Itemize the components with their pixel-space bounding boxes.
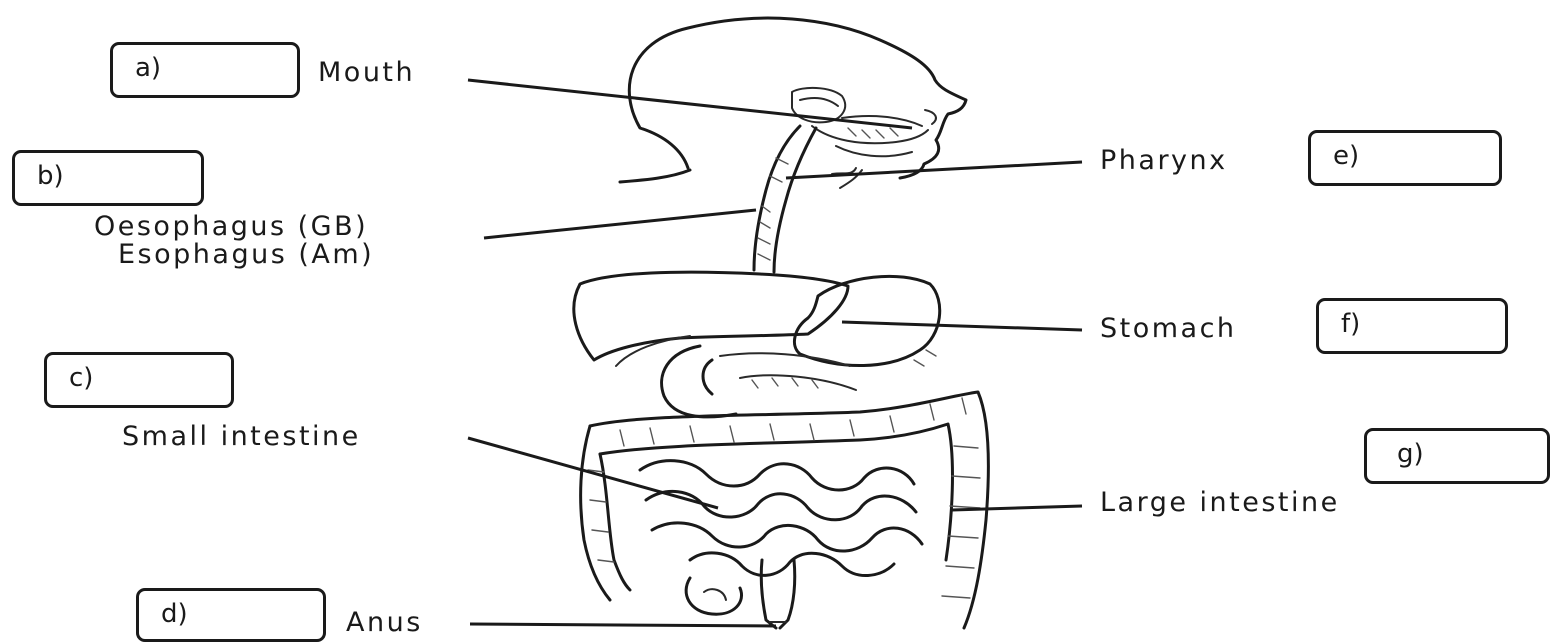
answer-box-b[interactable]: b) (12, 150, 204, 206)
leader-pharynx (786, 162, 1082, 178)
small-intestine-drawing (640, 461, 922, 615)
answer-box-e[interactable]: e) (1308, 130, 1502, 186)
label-anus: Anus (346, 608, 423, 638)
answer-box-g-letter: g) (1397, 439, 1424, 469)
answer-box-a-letter: a) (135, 53, 161, 83)
leader-anus (470, 624, 776, 626)
answer-box-b-letter: b) (37, 161, 64, 191)
leader-large-intestine (952, 506, 1082, 510)
answer-box-e-letter: e) (1333, 141, 1359, 171)
answer-box-d-letter: d) (161, 599, 188, 629)
label-esophagus-am: Esophagus (Am) (118, 240, 374, 270)
label-large-intestine: Large intestine (1100, 488, 1340, 518)
leader-oesophagus (484, 210, 756, 238)
answer-box-a[interactable]: a) (110, 42, 300, 98)
rectum-drawing (761, 560, 795, 628)
leader-stomach (842, 322, 1082, 330)
answer-box-c-letter: c) (69, 363, 93, 393)
answer-box-f-letter: f) (1341, 309, 1360, 339)
answer-box-c[interactable]: c) (44, 352, 234, 408)
duodenum-drawing (662, 346, 856, 417)
answer-box-f[interactable]: f) (1316, 298, 1508, 354)
stomach-drawing (794, 276, 939, 366)
leader-small-intestine (468, 438, 718, 508)
large-intestine-drawing (581, 392, 989, 628)
oesophagus-drawing (754, 126, 816, 272)
answer-box-g[interactable]: g) (1364, 428, 1550, 484)
label-stomach: Stomach (1100, 314, 1237, 344)
label-small-intestine: Small intestine (122, 422, 361, 452)
label-pharynx: Pharynx (1100, 146, 1228, 176)
label-oesophagus-gb: Oesophagus (GB) (94, 212, 368, 242)
answer-box-d[interactable]: d) (136, 588, 326, 642)
label-mouth: Mouth (318, 58, 415, 88)
